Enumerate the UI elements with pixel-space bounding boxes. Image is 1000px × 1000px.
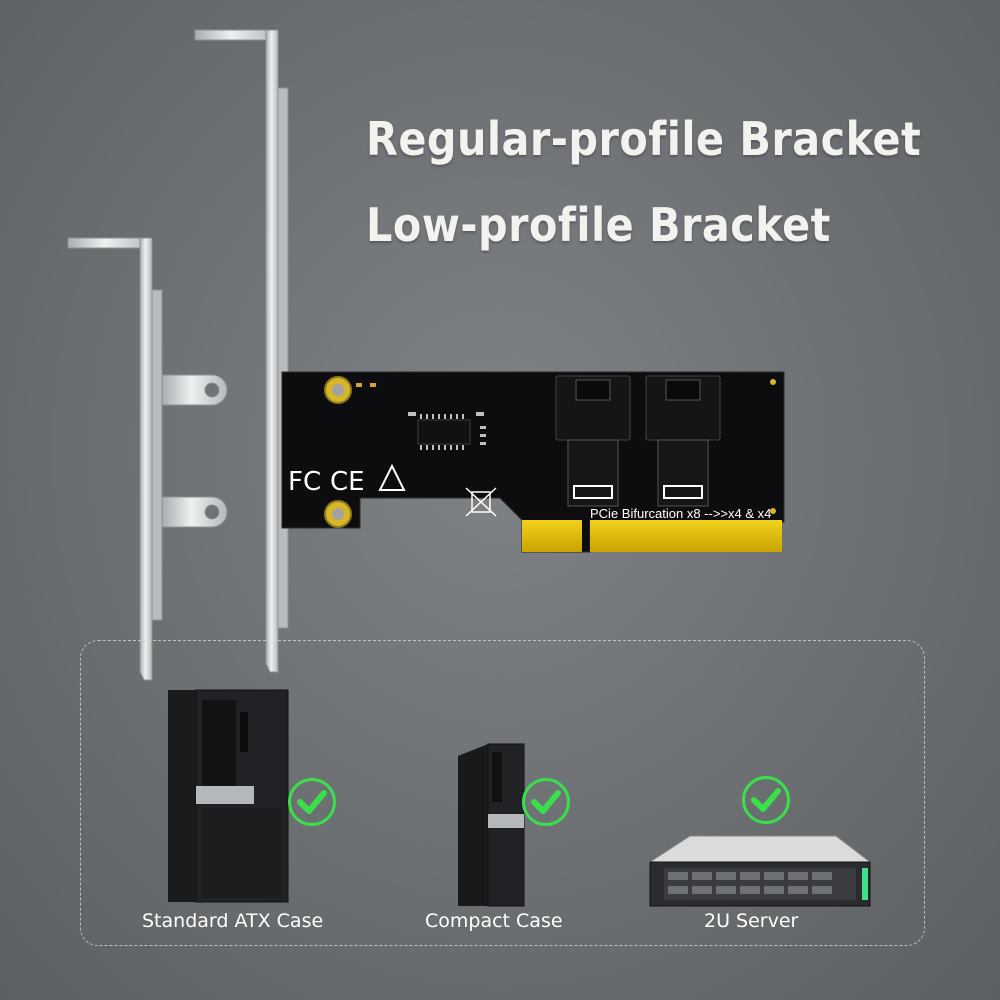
slimsas-connector-b [645,375,721,507]
low-profile-bracket [67,237,228,681]
weee-bin-icon [465,487,497,517]
ce-mark: CE [330,467,365,497]
bifurcation-silkscreen: PCie Bifurcation x8 -->>x4 & x4 [590,506,772,521]
case-label-atx: Standard ATX Case [142,910,324,932]
case-label-server: 2U Server [704,910,799,932]
check-icon-atx [288,778,336,826]
compatibility-panel [80,640,925,946]
check-icon-server [742,776,790,824]
low-profile-title: Low-profile Bracket [366,198,831,252]
regular-profile-bracket [194,29,289,673]
pcie-card: FC CE [281,371,785,553]
check-icon-compact [522,778,570,826]
2u-server-image [648,835,872,907]
regular-profile-title: Regular-profile Bracket [366,112,922,166]
compact-case-image [458,743,525,907]
gold-fingers-short [522,520,582,552]
slimsas-connector-a [555,375,631,507]
esd-warning-icon [378,463,406,491]
gold-fingers-long [590,520,782,552]
case-label-compact: Compact Case [425,910,563,932]
fc-mark: FC [288,467,321,497]
